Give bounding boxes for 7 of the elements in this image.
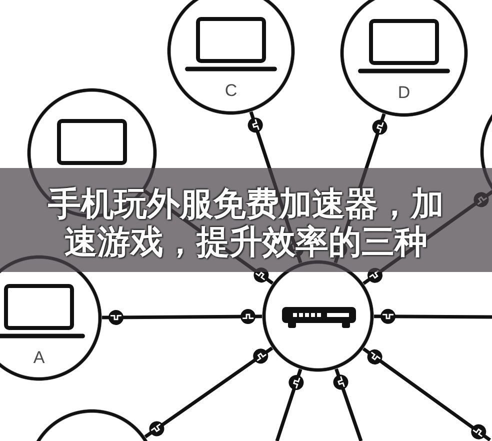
- node-label: D: [398, 83, 410, 103]
- title: 手机玩外服免费加速器，加速游戏，提升效率的三种: [47, 185, 445, 261]
- node-label: C: [224, 81, 238, 101]
- connector-line: [374, 308, 492, 325]
- hub-node: [262, 272, 374, 372]
- node-label: A: [33, 348, 45, 368]
- connector-line: [102, 308, 262, 326]
